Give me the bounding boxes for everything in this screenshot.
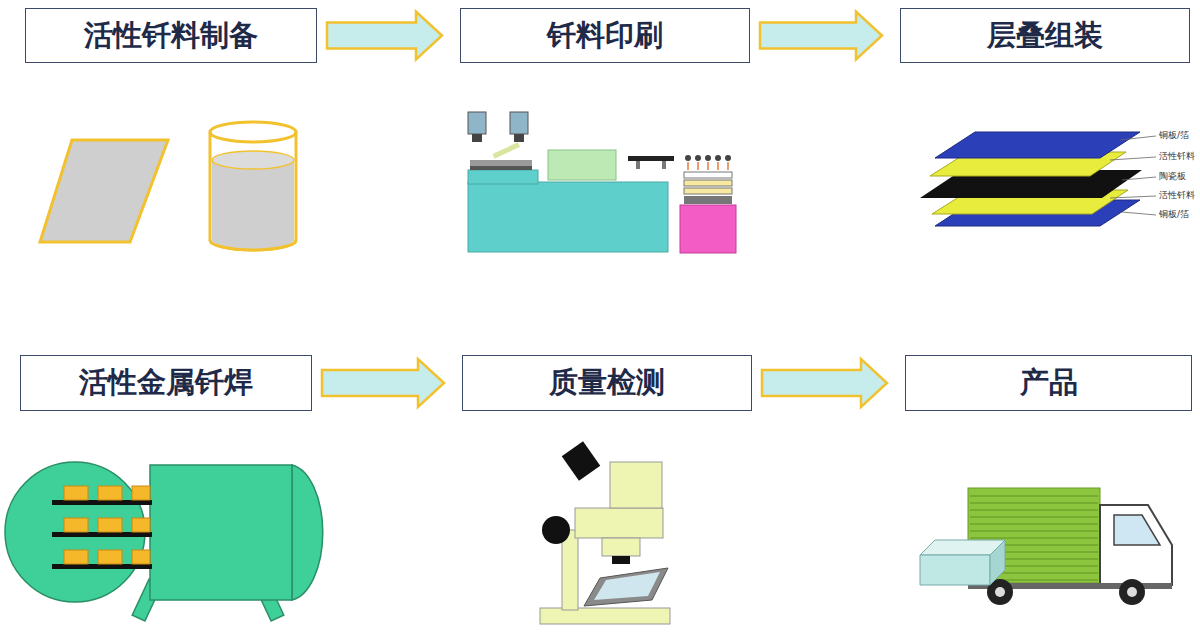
solder-paste-beaker (210, 122, 296, 250)
flow-arrow (322, 359, 444, 407)
layer-label: 活性钎料 (1159, 152, 1195, 161)
step-title: 产品 (1020, 363, 1078, 403)
step-title: 质量检测 (549, 363, 665, 403)
process-box: 层叠组装 (900, 8, 1190, 63)
microscope (540, 441, 670, 624)
delivery-truck (920, 488, 1172, 605)
layer-label: 活性钎料 (1159, 191, 1195, 200)
layer-label: 铜板/箔 (1159, 210, 1189, 219)
flow-arrow (760, 12, 882, 60)
printing-machine (468, 112, 736, 253)
flow-arrow (762, 359, 887, 407)
brazing-furnace (5, 462, 323, 621)
process-box: 活性金属钎焊 (20, 355, 312, 411)
process-box: 产品 (905, 355, 1192, 411)
layer-label: 陶瓷板 (1159, 172, 1186, 181)
step-title: 层叠组装 (987, 16, 1103, 56)
process-box: 活性钎料制备 (25, 8, 317, 63)
step-title: 活性金属钎焊 (79, 363, 253, 403)
process-box: 钎料印刷 (460, 8, 750, 63)
flow-arrow (327, 12, 442, 60)
solder-foil (40, 140, 168, 242)
step-title: 钎料印刷 (547, 16, 663, 56)
step-title: 活性钎料制备 (84, 16, 258, 56)
process-box: 质量检测 (462, 355, 752, 411)
layer-label: 铜板/箔 (1159, 131, 1189, 140)
layer-stack (920, 132, 1156, 226)
